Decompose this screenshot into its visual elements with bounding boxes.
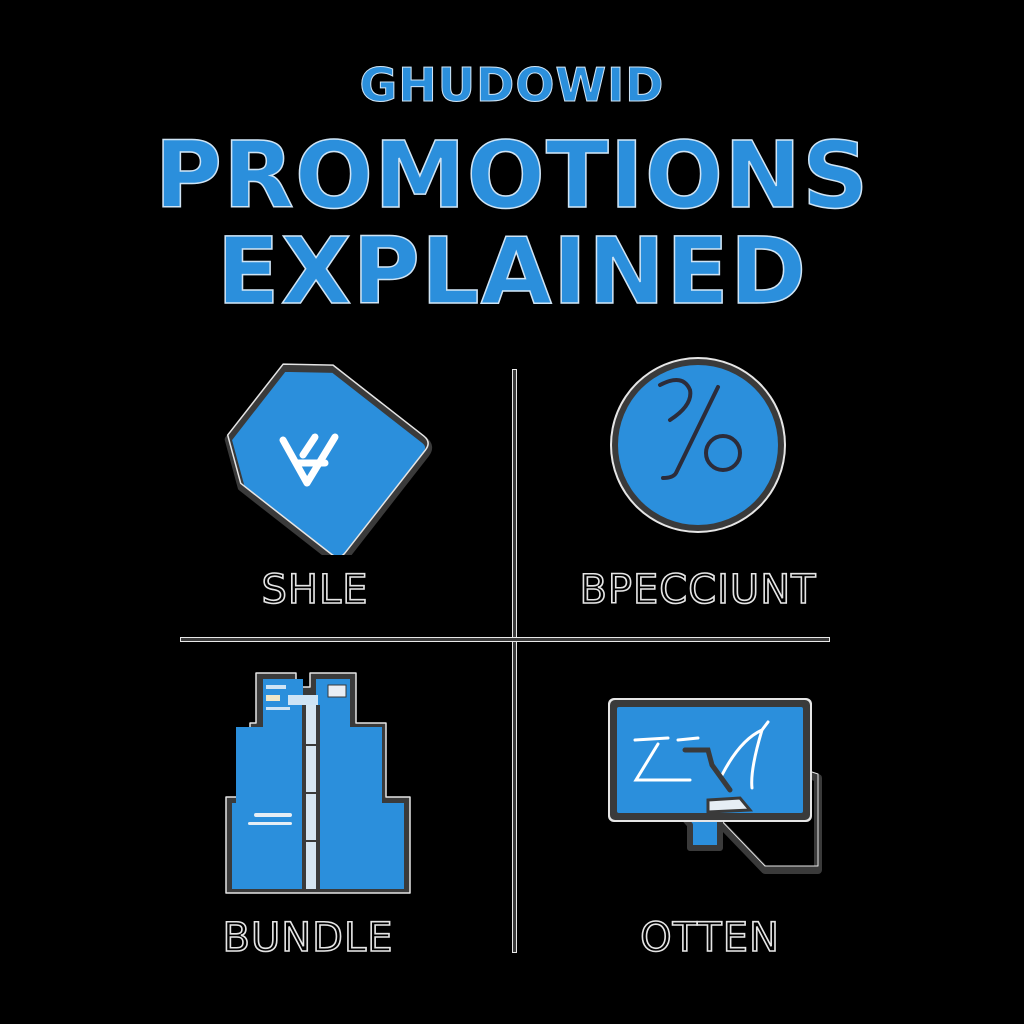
title-line-1: PROMOTIONS bbox=[154, 122, 870, 229]
vertical-divider bbox=[512, 369, 517, 953]
bundle-boxes-icon bbox=[225, 672, 411, 894]
promo-cell-sale: SHLE bbox=[165, 345, 465, 615]
page-title: PROMOTIONS EXPLAINED bbox=[0, 122, 1024, 325]
offer-label: OTTEN bbox=[639, 914, 780, 962]
horizontal-divider bbox=[180, 637, 830, 642]
brand-name: GHUDOWID bbox=[359, 58, 665, 113]
title-line-2: EXPLAINED bbox=[216, 218, 808, 325]
promo-cell-offer: OTTEN bbox=[560, 680, 860, 970]
sale-label: SHLE bbox=[261, 566, 369, 614]
percent-circle-icon bbox=[610, 357, 786, 533]
discount-label: BPECCIUNT bbox=[579, 566, 817, 614]
bundle-label: BUNDLE bbox=[222, 914, 394, 962]
promo-cell-bundle: BUNDLE bbox=[158, 665, 458, 965]
offer-sign-icon bbox=[608, 698, 822, 874]
promo-cell-discount: BPECCIUNT bbox=[548, 345, 848, 615]
price-tag-icon bbox=[224, 363, 433, 555]
